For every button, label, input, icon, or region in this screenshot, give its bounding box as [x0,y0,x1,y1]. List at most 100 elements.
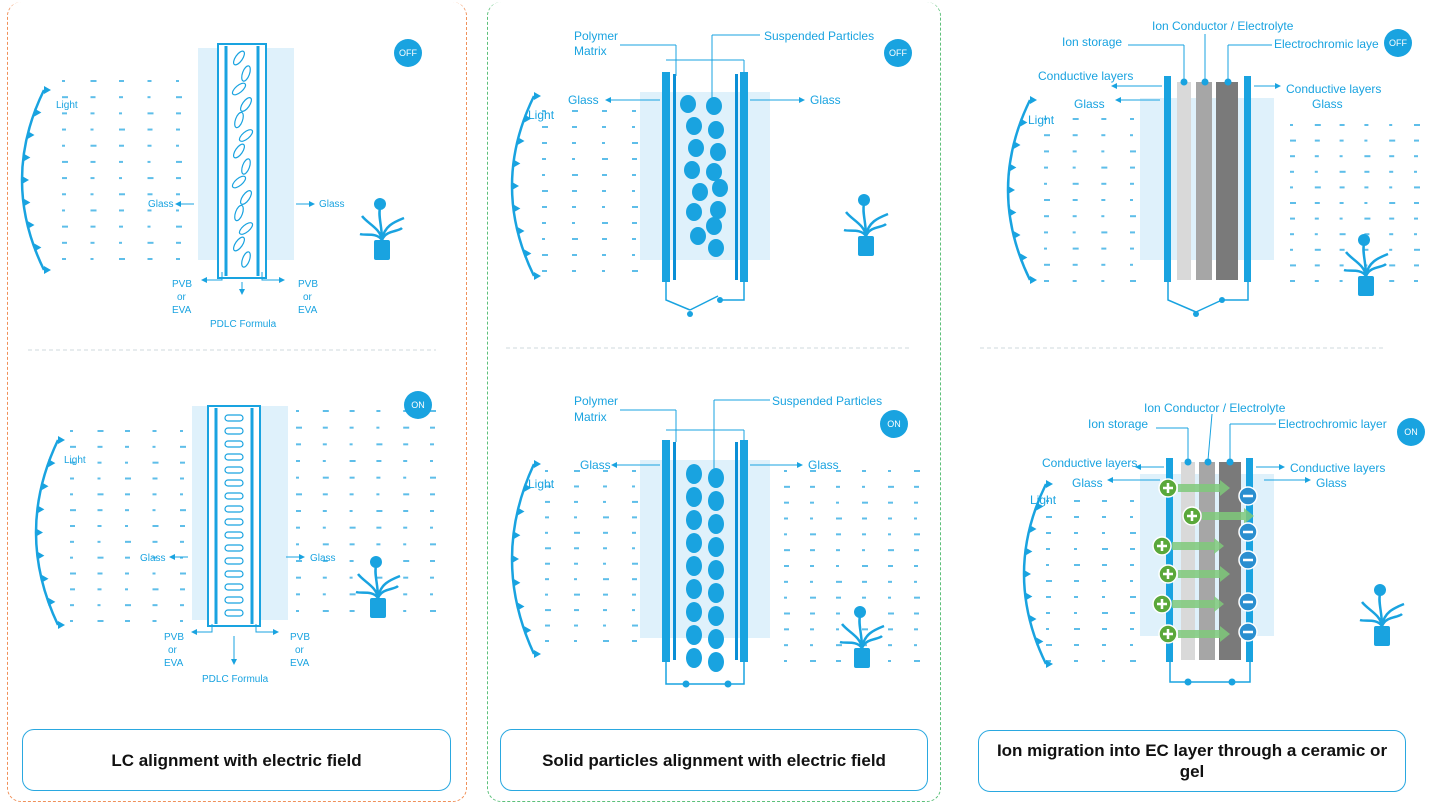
lc-molecule [224,570,244,578]
light-dash [1102,596,1105,598]
ec-bottom-light-source-icon-tick [1025,592,1033,601]
light-dash [90,225,96,228]
spd-bottom-light-source-icon-tick [534,460,541,468]
light-dash [1130,215,1136,218]
light-dash [119,177,122,180]
light-dash [862,517,867,520]
light-dash [349,543,355,546]
suspended-particle [686,625,702,645]
light-dash [322,493,328,496]
lc-top-pvb-right-3: EVA [298,305,318,316]
light-dash [1389,139,1396,142]
light-dash [602,238,607,240]
light-dash [97,525,102,527]
light-dash [602,174,607,176]
light-dash [1101,231,1108,234]
light-dash [545,500,550,503]
spd-top-cell [640,59,770,317]
ec-bottom-light-source-icon-tick [1046,480,1053,488]
light-dash [1339,155,1343,158]
light-dash [403,543,407,546]
light-dash [632,254,635,256]
light-dash [403,593,408,596]
spd-top-light: Light [528,108,555,122]
ec-bottom-storage: Ion storage [1088,417,1148,431]
light-dash [862,596,866,599]
light-dash [296,410,299,412]
light-dash [1072,231,1076,234]
light-dash [914,517,917,520]
light-dash [176,177,181,180]
light-dash [784,565,789,567]
light-dash [296,526,300,529]
light-dash [180,525,185,527]
suspended-particle [686,556,702,576]
light-dash [914,596,920,599]
light-dash [1290,280,1295,282]
light-dash [1339,202,1344,204]
light-dash [836,644,842,647]
light-dash [176,193,180,196]
light-dash [296,576,301,579]
light-dash [62,177,67,180]
light-dash [1414,264,1419,267]
lc-top-glass-right: Glass [319,199,345,210]
suspended-particle [706,97,722,115]
light-dash [125,604,131,607]
ion-arrow [1202,512,1244,520]
light-dash [1046,564,1049,566]
light-dash [1072,166,1076,169]
light-dash [784,501,789,504]
light-dash [180,588,185,591]
light-dash [296,476,299,479]
light-dash [888,533,891,536]
light-dash [1339,233,1346,236]
lc-panel-frame [7,2,467,802]
lc-top-pvb-right-2: or [303,292,313,303]
light-dash [545,485,551,488]
light-dash [888,485,894,488]
ion-arrow [1178,484,1220,492]
light-dash [119,209,124,212]
light-dash [180,430,183,432]
light-dash [1046,516,1052,518]
lc-bottom-light: Light [64,455,86,466]
ec-caption: Ion migration into EC layer through a ce… [978,730,1406,792]
lc-bottom-light-source-icon-tick [48,459,56,468]
light-dash [349,443,353,446]
light-dash [1290,155,1295,158]
light-dash [125,461,128,464]
light-dash [1044,166,1048,169]
light-dash [125,477,131,480]
lc-top-light-source-icon-tick [27,131,35,139]
lc-top-light-source-icon-tick [23,153,31,162]
light-dash [97,604,101,607]
light-dash [545,640,549,642]
light-dash [119,225,123,228]
light-dash [632,640,637,642]
spd-bottom-light-source-icon-tick [513,578,521,587]
light-dash [545,593,548,596]
light-dash [176,112,181,115]
lc-bottom-cell [192,405,288,627]
light-dash [1072,134,1078,137]
light-dash [632,531,636,534]
light-dash [152,493,157,496]
light-dash [572,158,575,160]
light-dash [119,193,125,196]
light-dash [545,516,549,519]
light-dash [62,112,67,115]
plus-sign [1163,569,1173,579]
ion-arrow-head [1214,538,1224,554]
lc-top-light-source-icon-tick [22,176,29,184]
light-dash [322,560,328,562]
lc-bottom-pvb-left-1: PVB [164,632,184,643]
light-dash [97,620,104,622]
light-dash [1314,248,1321,251]
light-dash [810,470,816,472]
light-dash [70,461,75,464]
light-dash [152,509,156,512]
light-dash [180,620,183,622]
light-dash [62,209,65,212]
light-dash [1074,580,1079,582]
